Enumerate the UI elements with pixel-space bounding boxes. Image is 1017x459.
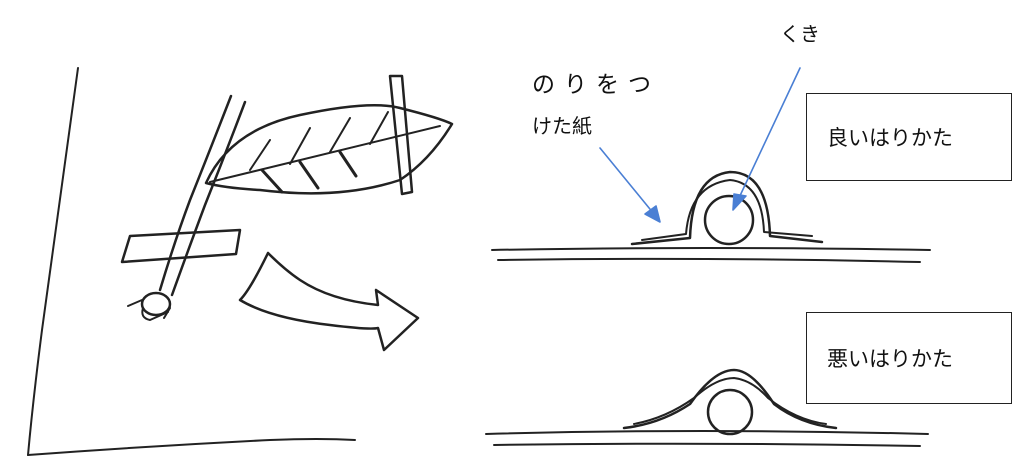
bad-mounting-cross-section xyxy=(485,368,929,447)
good-method-label: 良いはりかた xyxy=(827,126,953,150)
good-method-box: 良いはりかた xyxy=(806,93,1012,181)
bad-method-box: 悪いはりかた xyxy=(806,312,1012,404)
good-stem-circle xyxy=(703,194,755,246)
glued-paper-label-line1: のりをつ xyxy=(532,72,660,98)
bad-method-label: 悪いはりかた xyxy=(827,347,953,371)
glued-paper-label-line2: けた紙 xyxy=(532,114,592,138)
good-mounting-cross-section xyxy=(491,170,931,263)
stem-label: くき xyxy=(780,22,820,46)
pointer-arrows xyxy=(599,67,801,223)
page-edge-line xyxy=(27,67,79,456)
bad-stem-circle xyxy=(706,388,754,436)
bottom-page-line xyxy=(27,438,356,456)
leaf-specimen-illustration xyxy=(120,74,454,352)
